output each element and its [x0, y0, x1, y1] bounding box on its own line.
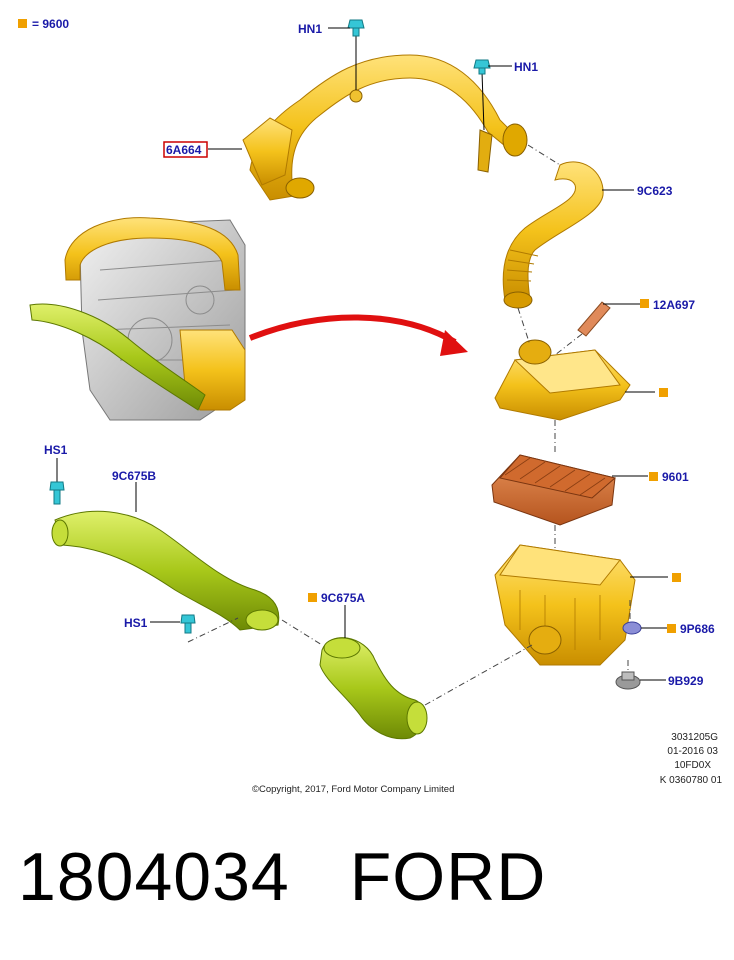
- legend: = 9600: [18, 17, 69, 31]
- elbow-duct-9c623: [502, 161, 604, 309]
- intake-duct-6a664: [242, 54, 528, 201]
- label-6a664: 6A664: [166, 143, 202, 157]
- drawing-code-line: 10FD0X: [674, 760, 711, 771]
- label-hs1-bottom: HS1: [124, 616, 148, 630]
- marker-housing: [672, 573, 681, 582]
- label-hs1-top: HS1: [44, 443, 68, 457]
- engine-assembly-image: [29, 217, 246, 421]
- label-9c675a: 9C675A: [321, 591, 365, 605]
- bolt-hs1-top: [49, 458, 65, 505]
- duct-9c675a: [281, 605, 533, 740]
- parts-diagram: = 9600: [18, 17, 723, 795]
- label-hn1-top: HN1: [298, 22, 322, 36]
- footer-caption: 1804034 FORD: [18, 838, 546, 916]
- label-hn1-right: HN1: [514, 60, 538, 74]
- drawing-code-line: 3031205G: [671, 732, 718, 743]
- mount-9b929: [615, 660, 666, 690]
- grommet-9p686: [622, 621, 668, 635]
- air-cleaner-housing: [494, 544, 668, 666]
- marker-cover: [659, 388, 668, 397]
- air-cleaner-cover: [494, 339, 655, 455]
- label-9601: 9601: [662, 470, 689, 484]
- label-6a664-group: 6A664: [163, 141, 208, 158]
- drawing-code-line: 01-2016 03: [667, 746, 718, 757]
- bolt-hn1-top: [347, 19, 365, 90]
- direction-arrow: [248, 314, 468, 356]
- air-filter-9601: [491, 454, 648, 550]
- legend-text: = 9600: [32, 17, 69, 31]
- drawing-code-line: K 0360780 01: [660, 775, 723, 786]
- bolt-hs1-bottom: [150, 614, 239, 643]
- label-9c675b: 9C675B: [112, 469, 156, 483]
- legend-marker: [18, 19, 27, 28]
- marker-9601: [649, 472, 658, 481]
- drawing-code: 3031205G 01-2016 03 10FD0X K 0360780 01: [660, 732, 723, 786]
- connection-lines: [517, 144, 561, 346]
- label-9p686: 9P686: [680, 622, 715, 636]
- label-12a697: 12A697: [653, 298, 695, 312]
- part-number: 1804034: [18, 839, 290, 915]
- brand-name: FORD: [349, 839, 547, 915]
- marker-12a697: [640, 299, 649, 308]
- sensor-12a697: [554, 301, 640, 356]
- copyright-text: ©Copyright, 2017, Ford Motor Company Lim…: [252, 784, 454, 795]
- label-9c623: 9C623: [637, 184, 673, 198]
- marker-9p686: [667, 624, 676, 633]
- bolt-hn1-right: [473, 59, 491, 131]
- marker-9c675a: [308, 593, 317, 602]
- lower-duct-9c675b: [51, 482, 280, 631]
- label-9b929: 9B929: [668, 674, 704, 688]
- label-6a664-highlight-box: [163, 141, 208, 158]
